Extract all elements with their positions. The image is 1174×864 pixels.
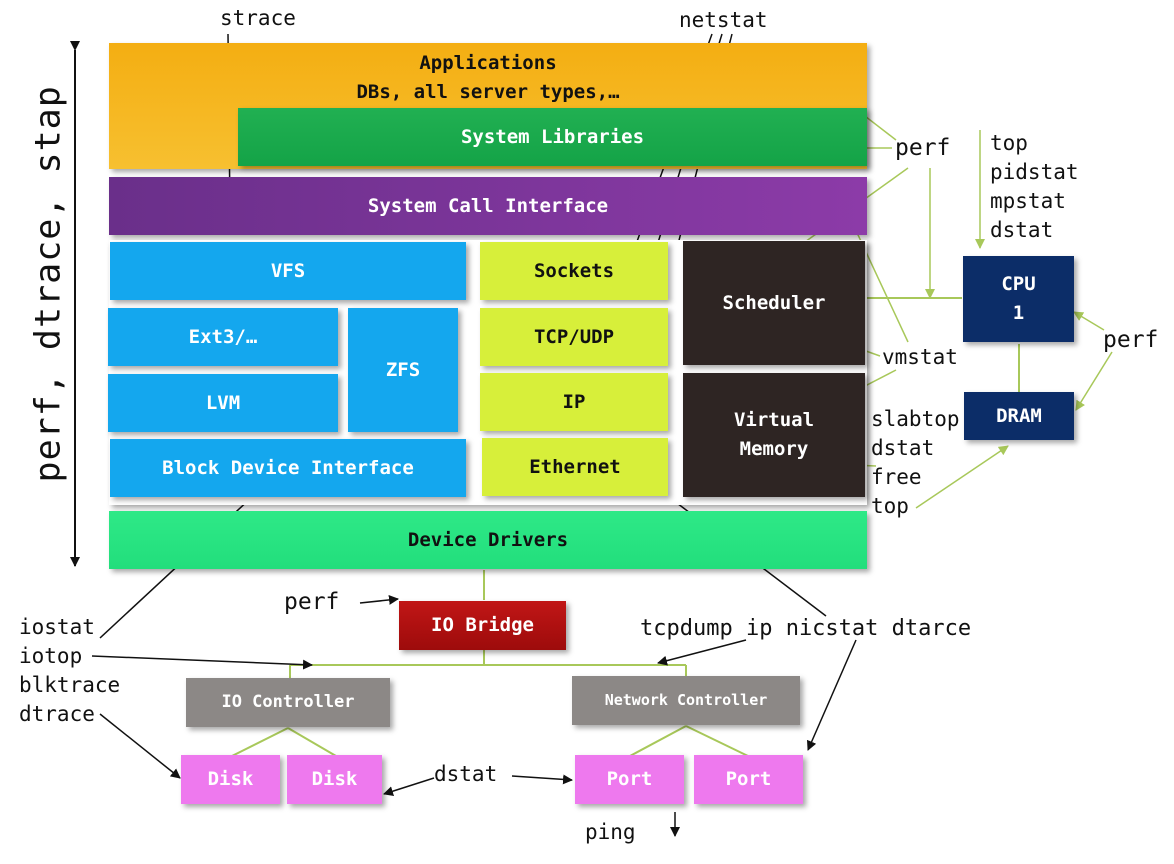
scheduler-block: Scheduler [683,241,865,365]
dstat-devices-label: dstat [434,762,498,786]
cpu-count: 1 [1012,302,1025,324]
lvm-block: LVM [108,374,338,432]
ip-block: IP [480,373,668,431]
cpu-tool-pidstat: pidstat [990,160,1079,184]
vmstat-label: vmstat [882,345,958,369]
io-controller-block: IO Controller [186,678,390,727]
ping-label: ping [585,820,636,844]
perf-libraries-label: perf [895,135,951,161]
cpu-label: CPU [1001,273,1036,295]
disk-tool-iostat: iostat [19,615,95,639]
disk-tool-blktrace: blktrace [19,673,121,697]
system-call-interface-layer: System Call Interface [109,177,867,235]
strace-label: strace [220,6,296,30]
port-2-block: Port [694,755,803,804]
cpu-tool-mpstat: mpstat [990,189,1066,213]
vertical-tracing-label: perf, dtrace, stap [28,85,69,483]
cpu-tool-top: top [990,131,1028,155]
cpu-block: CPU 1 [963,256,1074,342]
sockets-block: Sockets [480,242,668,300]
disk-1-block: Disk [181,755,280,804]
virtual-memory-line1: Virtual [733,409,815,431]
disk-tool-iotop: iotop [19,644,83,668]
device-drivers-layer: Device Drivers [109,511,867,569]
cpu-tools-list: top pidstat mpstat dstat [990,129,1079,245]
perf-bridge-label: perf [284,589,340,615]
disk-2-block: Disk [287,755,382,804]
memory-tool-slabtop: slabtop [871,407,960,431]
netstat-label: netstat [679,8,768,32]
zfs-block: ZFS [348,308,458,432]
disk-tool-dtrace: dtrace [19,702,95,726]
virtual-memory-line2: Memory [739,438,809,460]
system-libraries-layer: System Libraries [238,108,867,166]
applications-subtitle: DBs, all server types,… [356,81,620,103]
applications-title: Applications [419,52,557,74]
vfs-block: VFS [110,242,466,300]
network-controller-block: Network Controller [572,676,800,725]
io-bridge-block: IO Bridge [399,601,566,650]
memory-tool-free: free [871,465,922,489]
disk-tools-list: iostat iotop blktrace dtrace [19,613,120,729]
network-tools-label: tcpdump ip nicstat dtarce [640,616,972,641]
ext3-block: Ext3/… [108,308,338,366]
hardware-bus-lines [231,297,1020,757]
block-device-interface-block: Block Device Interface [110,439,466,497]
dram-block: DRAM [964,392,1074,440]
ethernet-block: Ethernet [482,438,668,496]
perf-cpu-label: perf [1103,327,1159,353]
cpu-tool-dstat: dstat [990,218,1054,242]
memory-tool-dstat: dstat [871,436,935,460]
tcp-udp-block: TCP/UDP [480,308,668,366]
memory-tool-top: top [871,494,909,518]
virtual-memory-block: Virtual Memory [683,373,865,497]
memory-tools-list: slabtop dstat free top [871,405,960,521]
port-1-block: Port [575,755,684,804]
